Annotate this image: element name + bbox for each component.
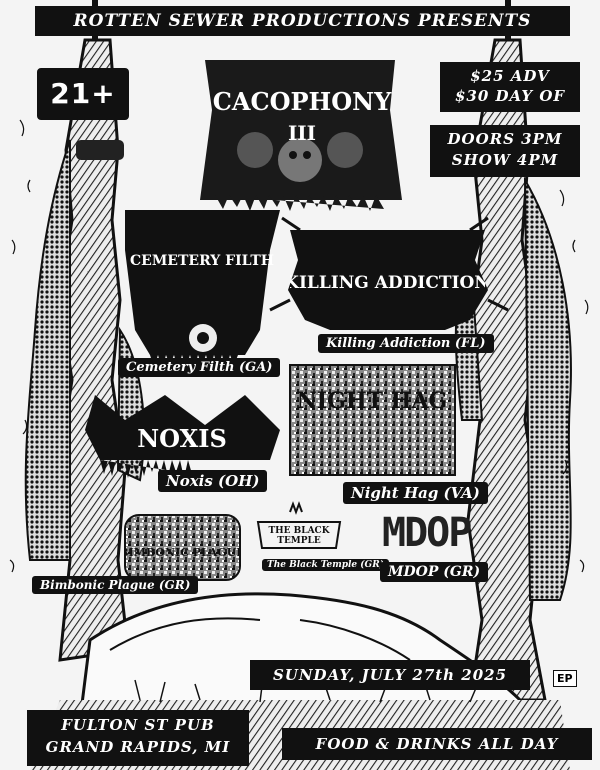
bimbonic-plague-logo-text: BIMBONIC PLAGUE [125, 546, 240, 559]
killing-addiction-logo: KILLING ADDICTION [290, 273, 485, 293]
right-tree-illustration [454, 0, 572, 702]
band-label-text: Killing Addiction (FL) [326, 336, 486, 351]
band-label-killing-addiction: Killing Addiction (FL) [318, 334, 494, 353]
venue-banner: FULTON ST PUB GRAND RAPIDS, MI [27, 710, 249, 766]
band-label-bimbonic-plague: Bimbonic Plague (GR) [32, 576, 199, 594]
killing-addiction-logo-text: KILLING ADDICTION [290, 273, 485, 293]
times-box: DOORS 3PM SHOW 4PM [430, 125, 580, 177]
advance-price: $25 ADV [470, 67, 550, 85]
mdop-logo-text: MDOP [382, 510, 472, 556]
band-label-black-temple: The Black Temple (GR) [262, 559, 389, 571]
black-temple-logo-art [256, 501, 342, 549]
band-label-text: Cemetery Filth (GA) [126, 360, 273, 375]
noxis-logo-art [85, 395, 280, 478]
night-hag-logo: NIGHT HAG [297, 388, 448, 414]
band-label-text: MDOP (GR) [388, 564, 481, 580]
noxis-logo: NOXIS [137, 424, 227, 453]
decorative-spores-left [9, 119, 31, 573]
headliner-logo-text: CACOPHONY [213, 87, 392, 116]
date-text: SUNDAY, JULY 27th 2025 [272, 666, 508, 684]
amenities-text: FOOD & DRINKS ALL DAY [315, 735, 559, 753]
day-of-price: $30 DAY OF [454, 87, 566, 105]
venue-city: GRAND RAPIDS, MI [45, 738, 231, 756]
band-label-noxis: Noxis (OH) [158, 470, 268, 492]
venue-name: FULTON ST PUB [61, 716, 215, 734]
decorative-spores-right [559, 189, 589, 573]
killing-addiction-logo-art [269, 216, 509, 330]
date-banner: SUNDAY, JULY 27th 2025 [250, 660, 530, 690]
pricing-box: $25 ADV $30 DAY OF [440, 62, 580, 112]
presenter-banner: ROTTEN SEWER PRODUCTIONS PRESENTS [35, 6, 570, 36]
doors-time: DOORS 3PM [447, 130, 563, 148]
cemetery-filth-logo: CEMETERY FILTH [130, 253, 274, 269]
band-label-text: Night Hag (VA) [351, 484, 480, 502]
night-hag-logo-text: NIGHT HAG [297, 388, 448, 414]
bimbonic-plague-logo: BIMBONIC PLAGUE [125, 546, 240, 559]
headliner-logo-numeral: III [288, 121, 316, 145]
mdop-logo: MDOP [382, 510, 472, 556]
band-label-night-hag: Night Hag (VA) [343, 482, 488, 504]
headliner-logo: CACOPHONY III [213, 87, 392, 145]
black-temple-logo-text: THE BLACK TEMPLE [268, 526, 330, 546]
artist-signature: EP [553, 670, 577, 687]
age-label: 21+ [50, 77, 116, 110]
show-time: SHOW 4PM [451, 151, 559, 169]
cemetery-filth-logo-text: CEMETERY FILTH [130, 253, 274, 269]
black-temple-logo: THE BLACK TEMPLE [258, 526, 340, 546]
band-label-cemetery-filth: Cemetery Filth (GA) [118, 358, 281, 377]
signature-initials: EP [557, 672, 573, 685]
headliner-logo-art [200, 60, 402, 211]
band-label-text: Bimbonic Plague (GR) [40, 578, 191, 592]
night-hag-logo-art [289, 364, 456, 476]
band-label-text: The Black Temple (GR) [267, 560, 384, 570]
age-badge: 21+ [37, 68, 129, 120]
amenities-banner: FOOD & DRINKS ALL DAY [282, 728, 592, 760]
band-label-mdop: MDOP (GR) [380, 562, 489, 582]
band-label-text: Noxis (OH) [166, 472, 260, 490]
presenter-text: ROTTEN SEWER PRODUCTIONS PRESENTS [73, 11, 532, 31]
noxis-logo-text: NOXIS [137, 424, 227, 453]
